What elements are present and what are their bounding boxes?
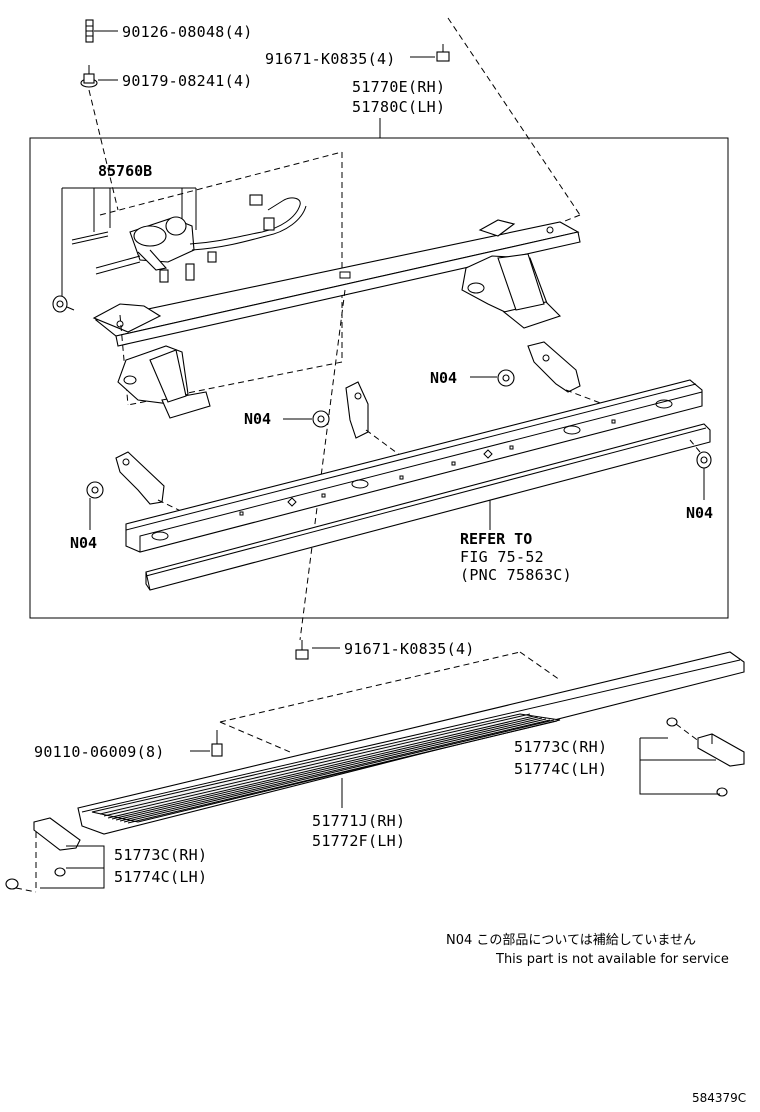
rail-leg-right-icon <box>461 253 562 329</box>
bracket-center-icon <box>345 381 369 439</box>
refer-line-3: (PNC 75863C) <box>460 566 572 584</box>
bolt-top-icon <box>85 19 94 43</box>
note-japanese: N04 この部品については補給していません <box>446 933 696 948</box>
nut-n04-far-right-icon <box>696 451 712 469</box>
step-board-icon <box>77 651 745 835</box>
assembly-frame <box>29 137 729 619</box>
callout-endcap-right-rh: 51773C(RH) <box>514 738 607 756</box>
note-english: This part is not available for service <box>495 952 729 967</box>
drawing-code: 584379C <box>692 1091 746 1105</box>
nut-n04-center-icon <box>312 410 330 428</box>
nut-n04-right-icon <box>497 369 515 387</box>
callout-n04-c: N04 <box>70 534 97 552</box>
nut-top-icon <box>80 65 98 88</box>
rail-leg-left-icon <box>117 345 211 419</box>
callout-n04-d: N04 <box>686 504 713 522</box>
callout-bolt-upper: 91671-K0835(4) <box>265 50 396 68</box>
callout-endcap-left-rh: 51773C(RH) <box>114 846 207 864</box>
bolt-lower-icon <box>295 640 309 660</box>
nut-left-icon <box>52 295 68 313</box>
nut-n04-left-icon <box>86 481 104 499</box>
bracket-left-icon <box>115 451 165 505</box>
screw-icon <box>211 730 223 757</box>
callout-bolt-lower: 91671-K0835(4) <box>344 640 475 658</box>
rail-bar-icon <box>145 423 711 591</box>
callout-screw: 90110-06009(8) <box>34 743 165 761</box>
callout-endcap-right-lh: 51774C(LH) <box>514 760 607 778</box>
refer-line-1: REFER TO <box>460 530 532 548</box>
callout-n04-b: N04 <box>244 410 271 428</box>
callout-nut-top: 90179-08241(4) <box>122 72 253 90</box>
callout-motor: 85760B <box>98 162 152 180</box>
end-cap-right-icon <box>666 717 745 797</box>
motor-icon <box>71 151 343 406</box>
end-cap-left-icon <box>5 817 81 893</box>
callout-step-lh: 51772F(LH) <box>312 832 405 850</box>
refer-line-2: FIG 75-52 <box>460 548 544 566</box>
bolt-upper-icon <box>436 44 450 62</box>
callout-n04-a: N04 <box>430 369 457 387</box>
callout-bolt-top: 90126-08048(4) <box>122 23 253 41</box>
bracket-right-icon <box>527 341 581 393</box>
callout-assembly-rh: 51770E(RH) <box>352 78 445 96</box>
upper-rail-icon <box>92 219 581 347</box>
lower-rail-icon <box>125 379 703 553</box>
callout-step-rh: 51771J(RH) <box>312 812 405 830</box>
callout-endcap-left-lh: 51774C(LH) <box>114 868 207 886</box>
callout-assembly-lh: 51780C(LH) <box>352 98 445 116</box>
